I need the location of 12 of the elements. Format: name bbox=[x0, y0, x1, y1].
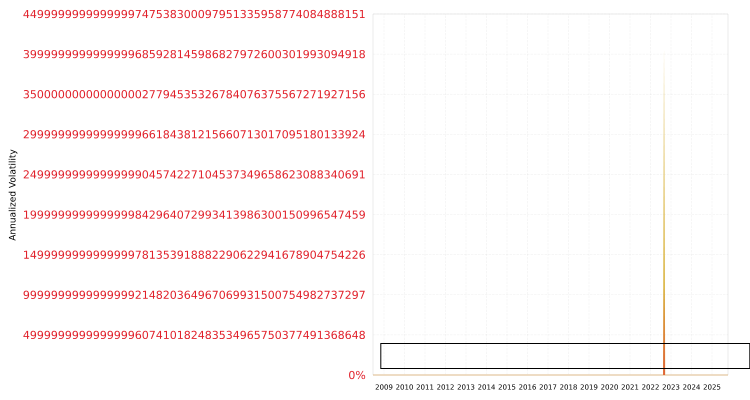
axis-title: Annualized Volatility bbox=[8, 150, 18, 241]
tick-label: 9999999999999999214820364967069931500754982737297 bbox=[24, 290, 365, 299]
tick-label: 3999999999999999685928145986827972600301993094918 bbox=[24, 50, 365, 58]
tick-label: 0% bbox=[349, 370, 366, 380]
empty-box bbox=[380, 343, 750, 369]
tick-label: 4999999999999999607410182483534965750377491368648 bbox=[23, 330, 365, 340]
tick-label: 1999999999999999842964072993413986300150996547459 bbox=[24, 210, 365, 219]
tick-label: 4499999999999999747538300097951335958774084888151 bbox=[23, 10, 365, 18]
tick-label: 2499999999999999904574227104537349658623088340691 bbox=[24, 170, 365, 179]
tick-label: 2999999999999999966184381215660713017095180133924 bbox=[24, 130, 366, 138]
tick-label: 1499999999999999781353918882290622941678904754226 bbox=[24, 250, 365, 259]
tick-label: 3500000000000000027794535326784076375567271927156 bbox=[24, 90, 365, 98]
